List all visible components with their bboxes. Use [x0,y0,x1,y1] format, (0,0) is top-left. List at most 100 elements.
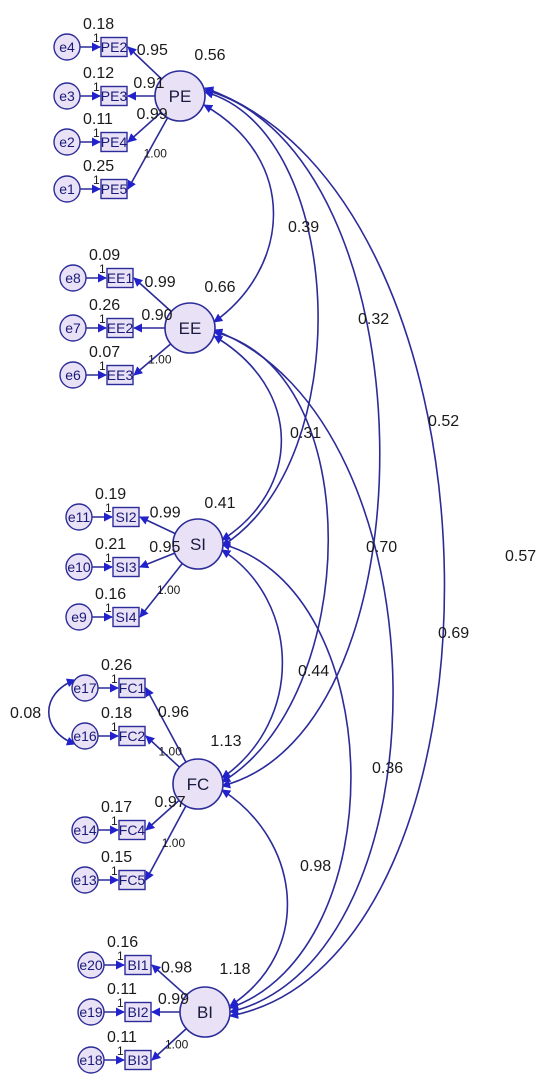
error-variance-e19: 0.11 [107,981,137,998]
error-layer [80,42,125,1065]
error-variance-e18: 0.11 [107,1029,137,1046]
indicator-label-si2: SI2 [115,509,136,525]
error-label-e14: e14 [73,822,97,838]
error-variance-e14: 0.17 [101,799,132,816]
loading-label-bi1: 0.98 [161,959,192,976]
error-node-e4 [53,33,81,61]
loading-label-si2: 0.99 [150,504,181,521]
indicator-label-si3: SI3 [115,559,136,575]
covariance-arc-si-bi [221,541,352,1010]
indicator-box-ee1 [106,267,134,289]
error-variance-e9: 0.16 [95,586,126,603]
error-label-e7: e7 [65,320,81,336]
error-label-e8: e8 [65,270,81,286]
loading-label-bi2: 0.99 [158,991,189,1008]
indicator-box-pe4 [100,131,128,153]
loading-label-fc1: 0.96 [158,704,189,721]
covariance-label-pe-bi: 0.57 [505,548,536,565]
error-label-e18: e18 [79,1052,103,1068]
indicator-box-fc4 [118,819,146,841]
error-variance-e16: 0.18 [101,705,132,722]
error-variance-e1: 0.25 [83,158,114,175]
loading-label-bi3: 1.00 [165,1037,189,1051]
error-variance-e4: 0.18 [83,16,114,33]
error-label-e11: e11 [68,509,91,525]
latent-label-fc: FC [187,775,210,794]
error-node-e7 [59,314,87,342]
covariance-label-pe-fc: 0.52 [428,413,459,430]
fixed-path-e16: 1 [111,720,118,734]
latent-variance-bi: 1.18 [219,961,250,978]
latent-variance-fc: 1.13 [210,733,241,750]
loading-label-fc4: 0.97 [154,794,185,811]
loading-arrow-si4 [139,562,183,618]
error-node-e17 [71,674,99,702]
indicator-box-fc1 [118,677,146,699]
error-label-e17: e17 [73,680,97,696]
covariance-label-fc-bi: 0.98 [300,858,331,875]
fixed-path-e1: 1 [93,173,100,187]
loading-arrow-fc5 [145,805,187,881]
indicator-box-bi1 [124,954,152,976]
latent-label-ee: EE [179,319,202,338]
error-variance-e13: 0.15 [101,849,132,866]
latent-node-si [172,518,224,570]
loading-label-ee2: 0.90 [141,307,172,324]
indicator-label-bi3: BI3 [127,1052,148,1068]
error-label-e13: e13 [73,872,97,888]
error-node-e3 [53,82,81,110]
covariance-arc-ee-fc [213,329,330,783]
latent-node-ee [164,302,216,354]
indicator-box-ee2 [106,317,134,339]
error-variance-e17: 0.26 [101,657,132,674]
covariance-label-pe-ee: 0.39 [288,219,319,236]
covariance-label-pe-si: 0.32 [358,311,389,328]
indicator-box-pe5 [100,178,128,200]
loading-arrow-fc2 [145,735,181,768]
error-label-e3: e3 [59,88,75,104]
error-node-e14 [71,816,99,844]
loading-label-ee1: 0.99 [145,274,176,291]
loading-label-si3: 0.95 [149,539,180,556]
loading-arrow-pe4 [127,111,162,143]
fixed-path-e11: 1 [105,501,112,515]
latent-label-bi: BI [197,1003,213,1022]
error-node-e11 [65,503,93,531]
loading-label-pe2: 0.95 [137,42,168,59]
fixed-path-e8: 1 [99,262,106,276]
fixed-path-e14: 1 [111,814,118,828]
loading-arrow-pe2 [127,46,163,80]
indicator-label-bi2: BI2 [127,1004,148,1020]
loading-label-pe4: 0.99 [136,106,167,123]
loading-label-pe5: 1.00 [144,146,168,160]
indicator-label-si4: SI4 [115,609,136,625]
error-covariance-label: 0.08 [10,705,41,722]
error-label-e20: e20 [79,957,103,973]
error-label-e1: e1 [59,181,75,197]
indicator-label-pe2: PE2 [101,39,128,55]
indicator-box-bi2 [124,1001,152,1023]
error-node-e8 [59,264,87,292]
indicator-label-pe3: PE3 [101,88,128,104]
indicator-box-pe3 [100,85,128,107]
loading-arrow-bi3 [151,1028,187,1061]
loading-layer [127,46,187,1061]
error-label-e2: e2 [59,134,75,150]
node-layer: PEEESIFCBIPE2e4PE3e3PE4e2PE5e1EE1e8EE2e7… [53,33,231,1074]
indicator-label-ee3: EE3 [107,367,134,383]
loading-arrow-fc4 [145,799,180,831]
loading-label-ee3: 1.00 [148,352,172,366]
error-node-e1 [53,175,81,203]
covariance-label-ee-si: 0.31 [290,425,321,442]
fixed-path-e2: 1 [93,126,100,140]
indicator-label-fc1: FC1 [119,680,146,696]
error-node-e16 [71,722,99,750]
indicator-box-ee3 [106,364,134,386]
indicator-box-fc5 [118,869,146,891]
fixed-path-e19: 1 [117,996,124,1010]
indicator-label-bi1: BI1 [127,957,148,973]
error-variance-e3: 0.12 [83,65,114,82]
indicator-label-fc4: FC4 [119,822,146,838]
covariance-arc-pe-fc [204,87,381,789]
